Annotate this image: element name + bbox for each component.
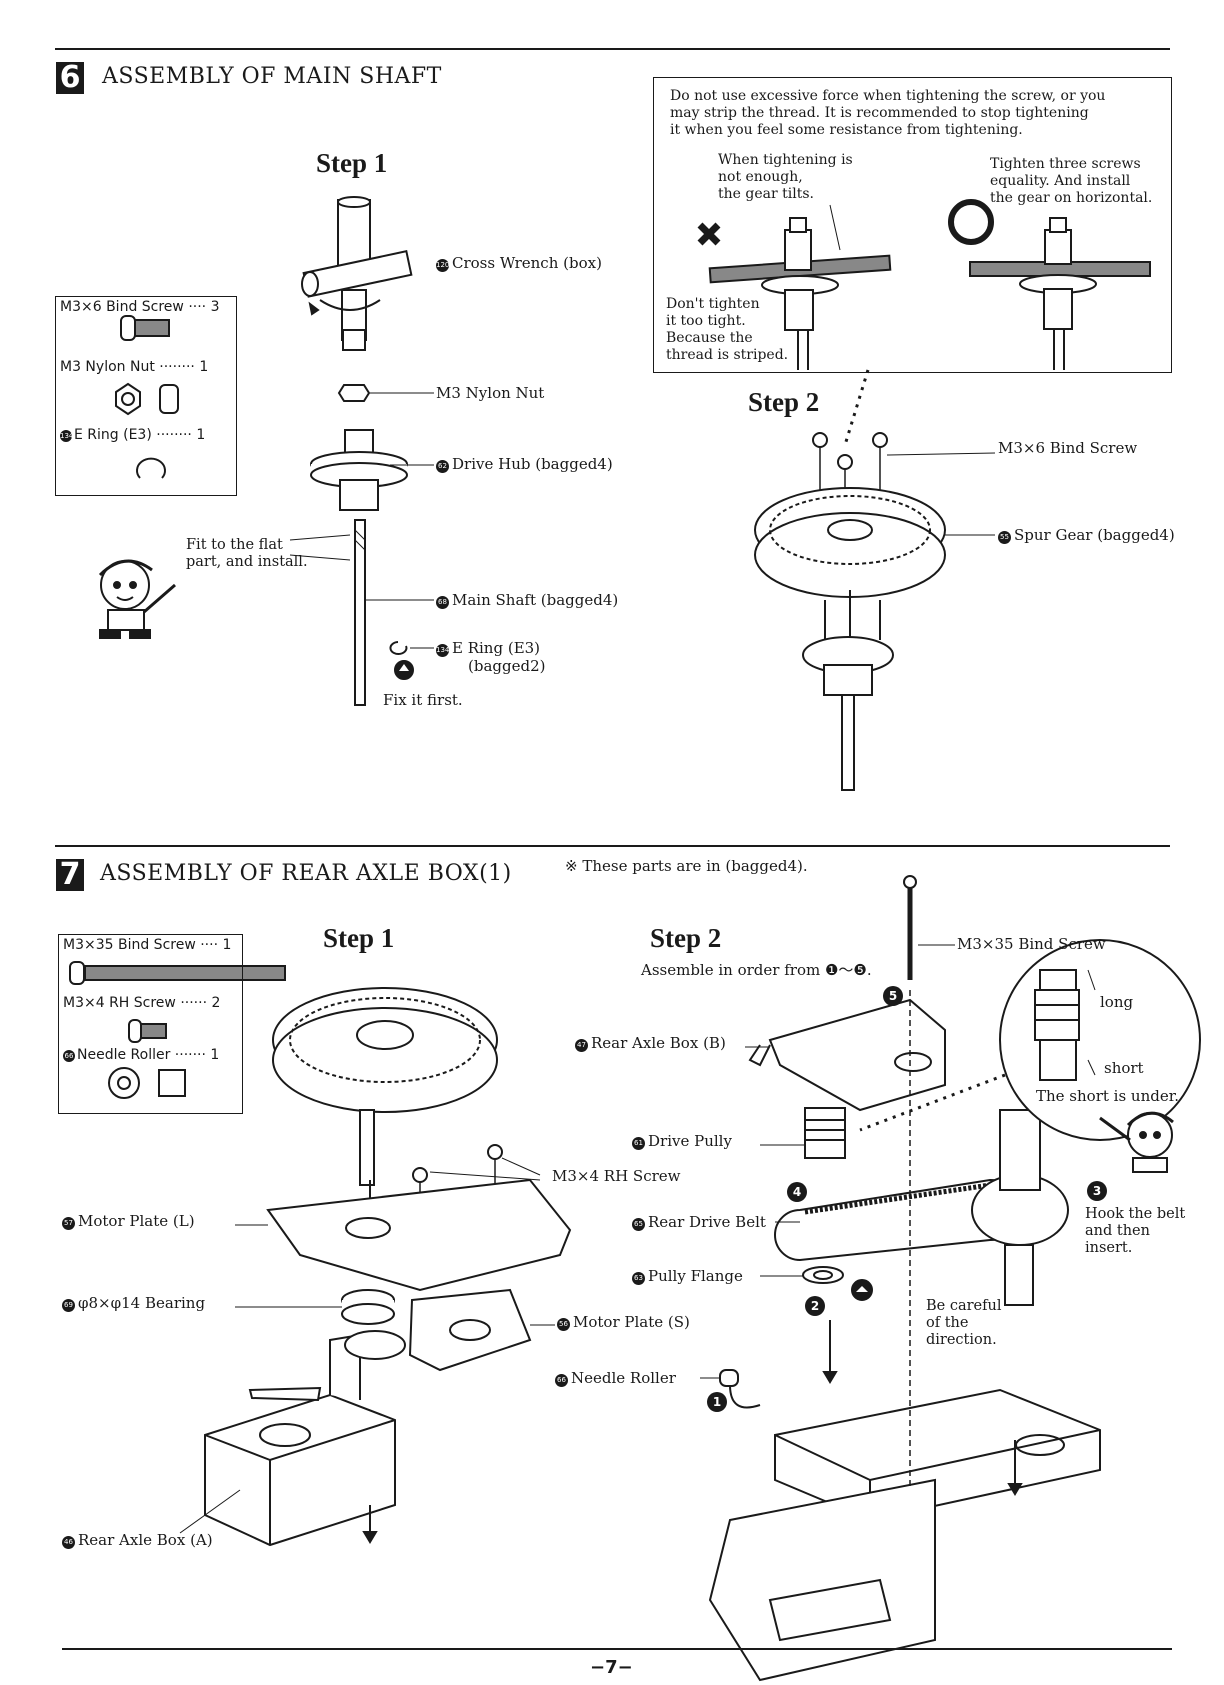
label-short: short [1104,1059,1144,1077]
label-fix-first: Fix it first. [383,691,463,709]
rear-axle-step2-drawing [700,875,1201,1682]
label-nylon-nut: M3 Nylon Nut [436,384,545,402]
svg-text:2: 2 [811,1299,819,1313]
label-e-ring-bag: (bagged2) [468,657,546,675]
section-title-main-shaft: ASSEMBLY OF MAIN SHAFT [102,64,442,89]
motor-assembly-drawing [179,987,572,1547]
label-rh-screw: M3×4 RH Screw [552,1167,681,1185]
step-2-heading-s7: Step 2 [650,923,722,953]
assembly-order-note: Assemble in order from ❶～❺. [641,961,872,979]
spur-gear-drawing [754,432,996,791]
svg-text:4: 4 [793,1185,801,1199]
level-gear-drawing [948,199,1151,370]
parts-item-rh-screw: M3×4 RH Screw ······ 2 [63,995,221,1011]
parts-item-e-ring: 134E Ring (E3) ········ 1 [60,427,206,443]
parts-box-section7: M3×35 Bind Screw ···· 1 M3×4 RH Screw ··… [58,934,243,1114]
bag-note: ※ These parts are in (bagged4). [565,857,808,875]
tightening-good-text: Tighten three screws equality. And insta… [990,156,1153,206]
parts-item-bind-screw-35: M3×35 Bind Screw ···· 1 [63,937,232,953]
middle-rule [55,845,1170,847]
step-2-heading: Step 2 [748,387,820,417]
label-bind-screw-step2: M3×6 Bind Screw [998,439,1138,457]
label-fit-flat: Fit to the flat part, and install. [186,537,308,570]
svg-text:1: 1 [713,1395,721,1409]
cross-wrench-drawing [301,196,413,351]
drive-hub-drawing [310,429,434,511]
label-careful-direction: Be careful of the direction. [926,1298,1002,1348]
label-hook-belt: Hook the belt and then insert. [1085,1206,1186,1256]
step-1-heading: Step 1 [316,148,388,178]
main-shaft-drawing [289,519,434,706]
tightening-note-box: Do not use excessive force when tighteni… [653,77,1172,373]
label-long: long [1100,993,1134,1011]
parts-item-bind-screw: M3×6 Bind Screw ···· 3 [60,299,220,315]
page-number: −7− [590,1657,633,1678]
order-markers [707,986,1107,1412]
parts-glyphs [69,315,286,1099]
mascot-drawing-1 [98,559,176,639]
tightening-too-tight-text: Don't tighten it too tight. Because the … [666,296,789,363]
section-title-rear-axle: ASSEMBLY OF REAR AXLE BOX(1) [100,861,512,886]
tightening-note-text: Do not use excessive force when tighteni… [670,88,1106,138]
label-short-under: The short is under. [1036,1087,1180,1105]
tilted-gear-drawing [697,204,892,370]
label-bind-screw-35: M3×35 Bind Screw [957,935,1106,953]
svg-text:3: 3 [1093,1184,1101,1198]
section-number-7: 7 [56,859,84,891]
bottom-rule [62,1648,1172,1650]
parts-box-section6: M3×6 Bind Screw ···· 3 M3 Nylon Nut ····… [55,296,237,496]
svg-text:5: 5 [889,989,897,1003]
top-rule [55,48,1170,50]
parts-item-nylon-nut: M3 Nylon Nut ········ 1 [60,359,209,375]
section-number-6: 6 [56,62,84,94]
step-1-heading-s7: Step 1 [323,923,395,953]
tightening-bad-text: When tightening is not enough, the gear … [718,152,853,202]
